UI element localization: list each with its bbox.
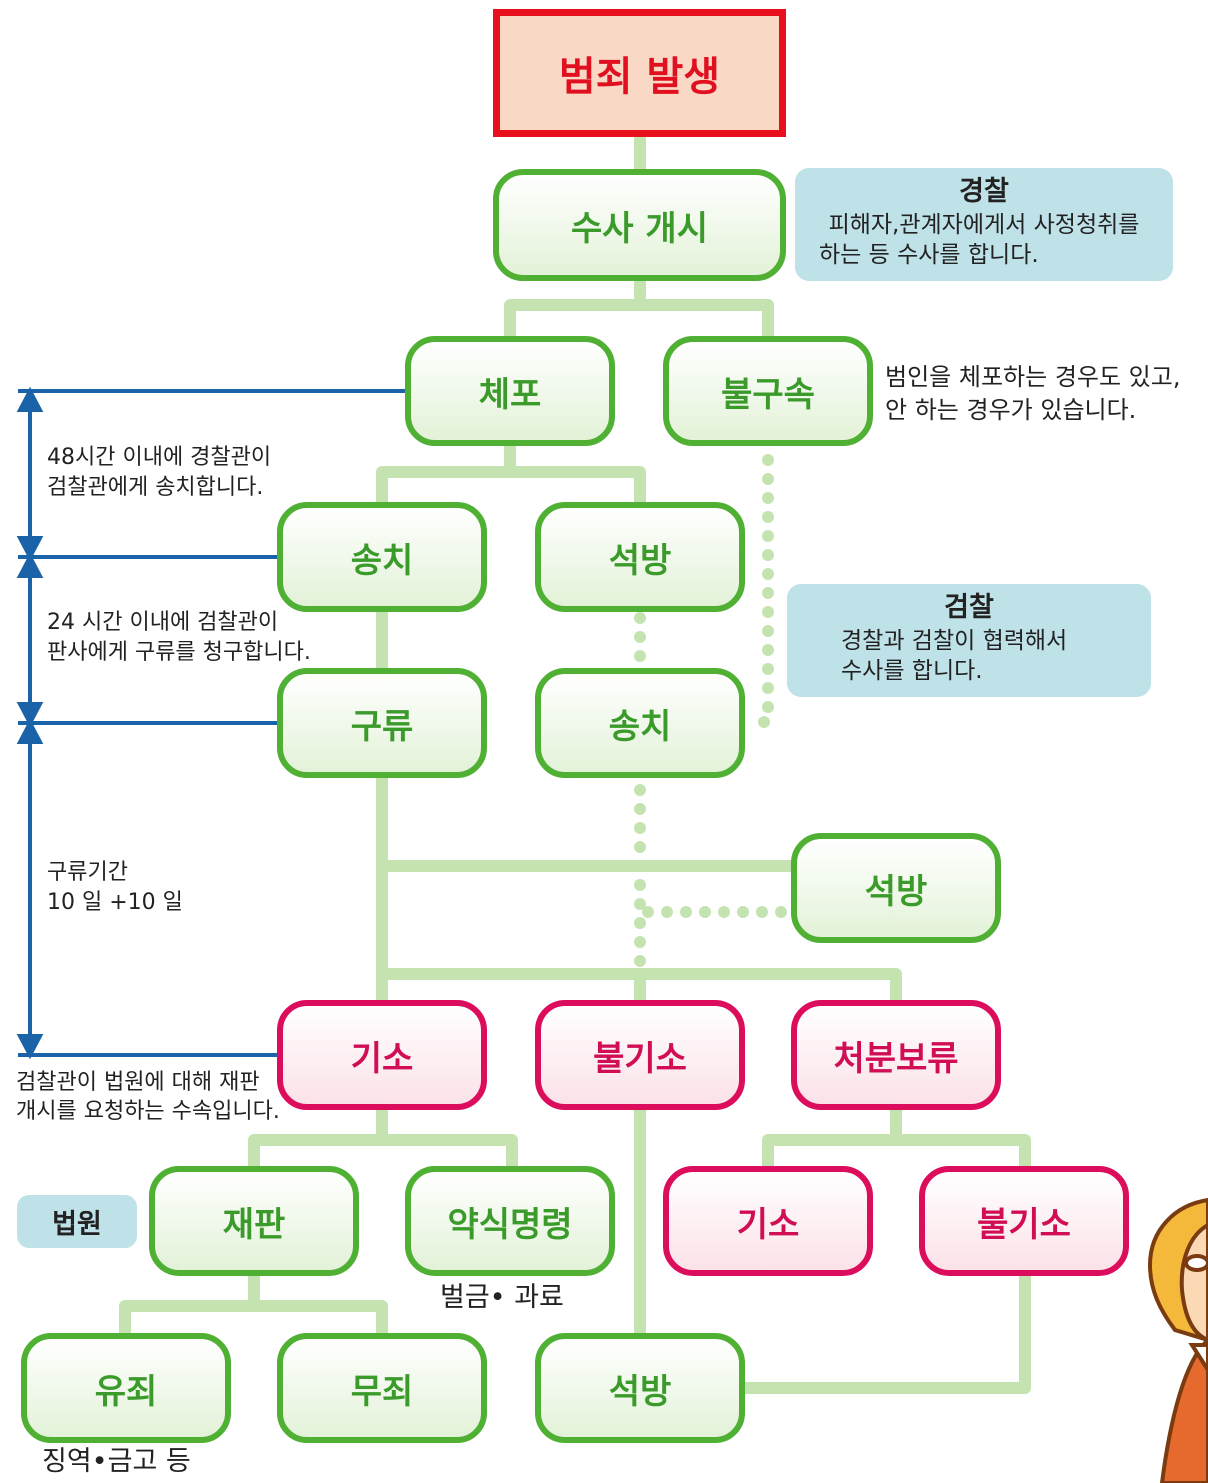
arrow-down-2 (16, 702, 44, 728)
node-arrest: 체포 (405, 336, 615, 446)
note-period-1: 구류기간 (47, 860, 128, 885)
node-crime: 범죄 발생 (493, 9, 786, 137)
node-guilty: 유죄 (21, 1333, 231, 1443)
line-indict-branch (248, 1110, 518, 1170)
info-police-title: 경찰 (959, 176, 1009, 207)
node-suspended: 처분보류 (791, 1000, 1001, 1110)
info-police-desc-1: 피해자,관계자에게서 사정청취를 (828, 212, 1140, 238)
info-court: 법원 (17, 1195, 137, 1248)
arrow-down-1 (16, 536, 44, 562)
node-send-1: 송치 (277, 502, 487, 612)
note-period-2: 10 일 +10 일 (47, 890, 183, 915)
note-penalty: 징역•금고 등 (42, 1446, 191, 1477)
node-trial: 재판 (149, 1166, 359, 1276)
info-prosecution-desc-1: 경찰과 검찰이 협력해서 (841, 628, 1068, 654)
line-investigation-branch (504, 278, 774, 338)
info-prosecution: 검찰 경찰과 검찰이 협력해서 수사를 합니다. (787, 584, 1151, 697)
arrow-up-1 (16, 386, 44, 412)
note-indict-2: 개시를 요청하는 수속입니다. (16, 1099, 280, 1124)
arrow-up-2 (16, 552, 44, 578)
note-24h-2: 판사에게 구류를 청구합니다. (47, 640, 311, 665)
note-48h-1: 48시간 이내에 경찰관이 (47, 445, 272, 470)
node-investigation: 수사 개시 (493, 169, 786, 281)
line-trial-branch (119, 1276, 388, 1336)
node-detention: 구류 (277, 668, 487, 778)
dotted-no-detention (742, 454, 774, 728)
character-illustration (1147, 1197, 1208, 1483)
info-police: 경찰 피해자,관계자에게서 사정청취를 하는 등 수사를 합니다. (795, 168, 1173, 281)
node-release-2: 석방 (791, 833, 1001, 943)
node-summary-order: 약식명령 (405, 1166, 615, 1276)
arrow-up-3 (16, 718, 44, 744)
line-arrest-branch (376, 445, 646, 505)
info-prosecution-desc-2: 수사를 합니다. (841, 658, 983, 684)
node-release-3: 석방 (535, 1333, 745, 1443)
node-not-guilty: 무죄 (277, 1333, 487, 1443)
note-arrest-2: 안 하는 경우가 있습니다. (885, 396, 1137, 424)
note-arrest-1: 범인을 체포하는 경우도 있고, (885, 363, 1181, 391)
arrow-down-3 (16, 1034, 44, 1060)
note-fine: 벌금• 과료 (440, 1282, 564, 1313)
line-noindict2-release (742, 1276, 1031, 1394)
node-no-indict: 불기소 (535, 1000, 745, 1110)
node-release-1: 석방 (535, 502, 745, 612)
node-no-indict-2: 불기소 (919, 1166, 1129, 1276)
node-send-2: 송치 (535, 668, 745, 778)
line-suspended-branch (762, 1110, 1031, 1170)
info-prosecution-title: 검찰 (944, 592, 994, 623)
note-indict-1: 검찰관이 법원에 대해 재판 (16, 1070, 260, 1095)
node-indict: 기소 (277, 1000, 487, 1110)
node-no-detention: 불구속 (663, 336, 873, 446)
note-24h-1: 24 시간 이내에 검찰관이 (47, 610, 279, 635)
note-48h-2: 검찰관에게 송치합니다. (47, 475, 264, 500)
info-police-desc-2: 하는 등 수사를 합니다. (819, 242, 1039, 268)
node-indict-2: 기소 (663, 1166, 873, 1276)
